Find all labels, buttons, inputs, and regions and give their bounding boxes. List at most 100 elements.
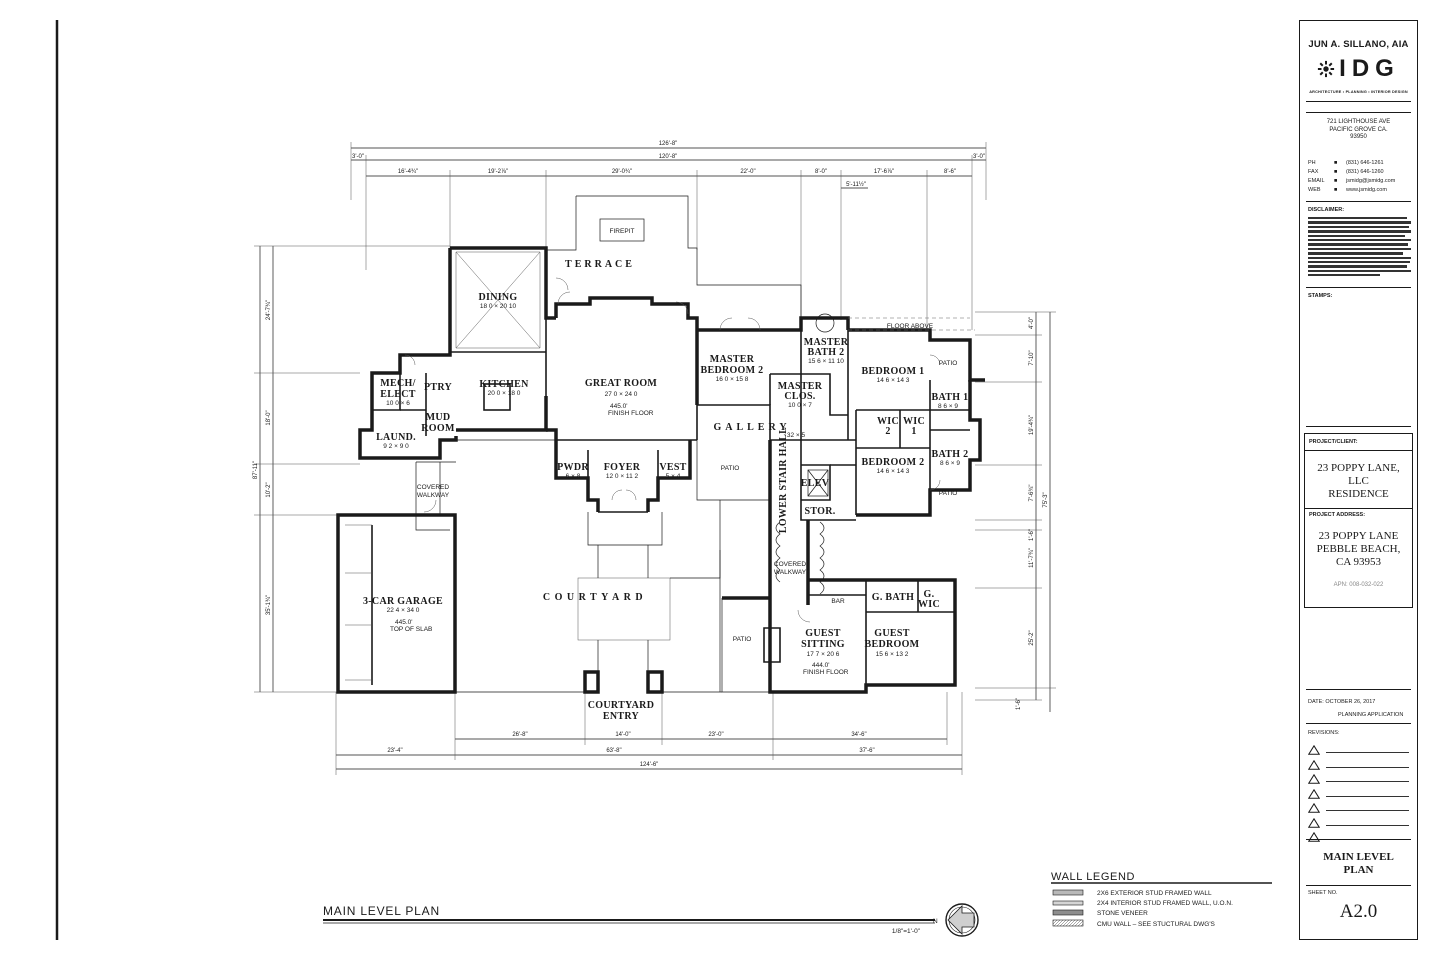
contact-label: EMAIL — [1308, 178, 1325, 184]
label-stor: STOR. — [804, 506, 835, 517]
address-line: 721 LIGHTHOUSE AVE — [1326, 119, 1391, 125]
project-client-line: RESIDENCE — [1328, 488, 1389, 500]
firm-address: 721 LIGHTHOUSE AVE PACIFIC GROVE CA. 939… — [1300, 119, 1417, 142]
label-vest: VEST — [659, 462, 686, 473]
label-guest-bedroom: GUEST — [874, 628, 909, 639]
label-g-bath: G. BATH — [872, 592, 914, 603]
label-bar: BAR — [831, 598, 845, 605]
label-gallery: GALLERY — [713, 422, 790, 433]
dim-inner-top: 120'-8" — [659, 154, 678, 160]
legend-label: 2X6 EXTERIOR STUD FRAMED WALL — [1097, 890, 1212, 897]
label-pwdr: PWDR — [557, 462, 589, 473]
size-kitchen: 20 0 × 18 0 — [488, 390, 521, 397]
label-bedroom-2-east: BEDROOM 2 — [862, 457, 925, 468]
contact-label: FAX — [1308, 169, 1319, 175]
label-wic: WIC — [918, 599, 940, 610]
revision-row — [1308, 759, 1409, 770]
dim-left-seg: 24'-7¾" — [266, 300, 272, 320]
label-patio-center: PATIO — [721, 465, 740, 472]
elev-great-room: 445.0' — [610, 403, 628, 410]
contact-label: PH — [1308, 160, 1316, 166]
north-label: N — [933, 918, 938, 925]
label-terrace: TERRACE — [565, 259, 635, 270]
project-address: 23 POPPY LANE PEBBLE BEACH, CA 93953 — [1305, 530, 1412, 569]
size-mech: 10 0 × 6 — [386, 400, 410, 407]
project-address-line: CA 93953 — [1336, 556, 1381, 568]
legend-item: STONE VENEER — [1052, 909, 1148, 917]
legend-item: CMU WALL – SEE STUCTURAL DWG'S — [1052, 919, 1216, 928]
right-dimension-lines — [975, 311, 1056, 712]
label-covered-walkway-east: COVERED — [774, 561, 806, 568]
contact-row: PH■(831) 646-1261 — [1308, 160, 1384, 166]
dim-right-seg: 1'-6" — [1029, 529, 1035, 541]
dim-top-seg: 8'-0" — [815, 169, 827, 175]
contact-value: www.jsmidg.com — [1346, 187, 1387, 193]
kitchen-island — [483, 383, 511, 411]
firm-contacts: PH■(831) 646-1261 FAX■(831) 646-1260 EMA… — [1308, 159, 1395, 195]
top-dimension-lines — [350, 142, 987, 330]
label-bedroom-2: BEDROOM 2 — [701, 365, 764, 376]
address-line: 93950 — [1350, 134, 1367, 140]
size-foyer: 12 0 × 11 2 — [606, 473, 639, 480]
project-client-label: PROJECT/CLIENT: — [1309, 439, 1358, 445]
project-address-line: 23 POPPY LANE — [1318, 530, 1399, 542]
sheet-number: A2.0 — [1339, 901, 1378, 922]
project-address-line: PEBBLE BEACH, — [1316, 543, 1401, 555]
plan-title-block: MAIN LEVEL PLAN 1/8"=1'-0" N — [323, 903, 979, 937]
size-guest-bedroom: 15 6 × 13 2 — [876, 651, 909, 658]
terrace-outline — [576, 195, 802, 318]
label-floor-above: FLOOR ABOVE — [887, 323, 934, 330]
revision-triangle-icon — [1308, 803, 1320, 813]
size-dining: 18 0 × 20 10 — [480, 303, 517, 310]
sunburst-logo-icon — [1318, 60, 1335, 78]
dim-top-sub: 5'-11½" — [846, 181, 866, 188]
dim-right-seg: 4'-0" — [1029, 317, 1035, 329]
dim-right-seg: 1'-6" — [1016, 698, 1022, 710]
size-vest: 5 × 4 — [666, 473, 681, 480]
firm-name: JUN A. SILLANO, AIA — [1308, 39, 1409, 50]
dim-right-seg: 7'-10" — [1029, 350, 1035, 365]
label-patio-west: PATIO — [733, 636, 752, 643]
legend-item: 2X6 EXTERIOR STUD FRAMED WALL — [1052, 889, 1212, 897]
dim-right-overall: 75'-3" — [1043, 492, 1049, 507]
label-kitchen: KITCHEN — [479, 379, 529, 390]
firm-logo: IDG — [1300, 55, 1417, 83]
contact-value: (831) 646-1261 — [1346, 160, 1384, 166]
right-dimension-text: 75'-3" 4'-0" 7'-10" 19'-4¾" 7'-6¾" 1'-6"… — [1016, 317, 1049, 710]
firm-tagline: ARCHITECTURE • PLANNING • INTERIOR DESIG… — [1309, 90, 1408, 94]
label-courtyard-entry: COURTYARD — [588, 700, 654, 711]
label-firepit: FIREPIT — [610, 228, 635, 235]
label-entry: ENTRY — [603, 711, 640, 722]
label-wic-1: WIC — [903, 416, 925, 427]
issue-phase: PLANNING APPLICATION — [1338, 712, 1404, 718]
label-bedroom-1: BEDROOM 1 — [862, 366, 925, 377]
label-patio-east-1: PATIO — [939, 360, 958, 367]
label-bath-2: BATH 2 — [808, 347, 845, 358]
size-laund: 9 2 × 9 0 — [383, 443, 409, 450]
elev-note-guest-sitting: FINISH FLOOR — [803, 669, 849, 676]
project-box: PROJECT/CLIENT: 23 POPPY LANE, LLC RESID… — [1304, 433, 1413, 608]
size-guest-sitting: 17 7 × 20 6 — [807, 651, 840, 658]
legend-label: CMU WALL – SEE STUCTURAL DWG'S — [1097, 921, 1216, 928]
label-walkway-east: WALKWAY — [774, 569, 807, 576]
plan-scale: 1/8"=1'-0" — [892, 928, 921, 935]
size-bath-1: 8 6 × 9 — [938, 403, 958, 410]
contact-value: jsmidg@jsmidg.com — [1346, 178, 1396, 184]
stamps-label: STAMPS: — [1308, 293, 1333, 299]
bottom-dimension-text: 26'-8" 14'-0" 23'-0" 34'-6" 23'-4" 63'-8… — [387, 732, 874, 768]
disclaimer-label: DISCLAIMER: — [1308, 207, 1345, 213]
address-line: PACIFIC GROVE CA. — [1329, 126, 1388, 133]
label-walkway-west: WALKWAY — [417, 492, 450, 499]
label-g-wic: G. — [924, 589, 935, 600]
legend-item: 2X4 INTERIOR STUD FRAMED WALL, U.O.N. — [1052, 900, 1233, 907]
dim-overall-top: 126'-8" — [659, 141, 678, 147]
contact-label: WEB — [1308, 187, 1321, 193]
label-master-bath: MASTER — [804, 337, 849, 348]
dim-left-overall: 87'-11" — [253, 461, 259, 479]
dim-left-seg: 35'-1¾" — [266, 595, 272, 615]
legend-title: WALL LEGEND — [1051, 871, 1135, 883]
size-master-clos: 10 0 × 7 — [788, 402, 812, 409]
size-bedroom-1: 14 6 × 14 3 — [877, 377, 910, 384]
wall-legend: WALL LEGEND 2X6 EXTERIOR STUD FRAMED WAL… — [1051, 871, 1272, 928]
stone-veneer-scallops — [775, 521, 825, 595]
